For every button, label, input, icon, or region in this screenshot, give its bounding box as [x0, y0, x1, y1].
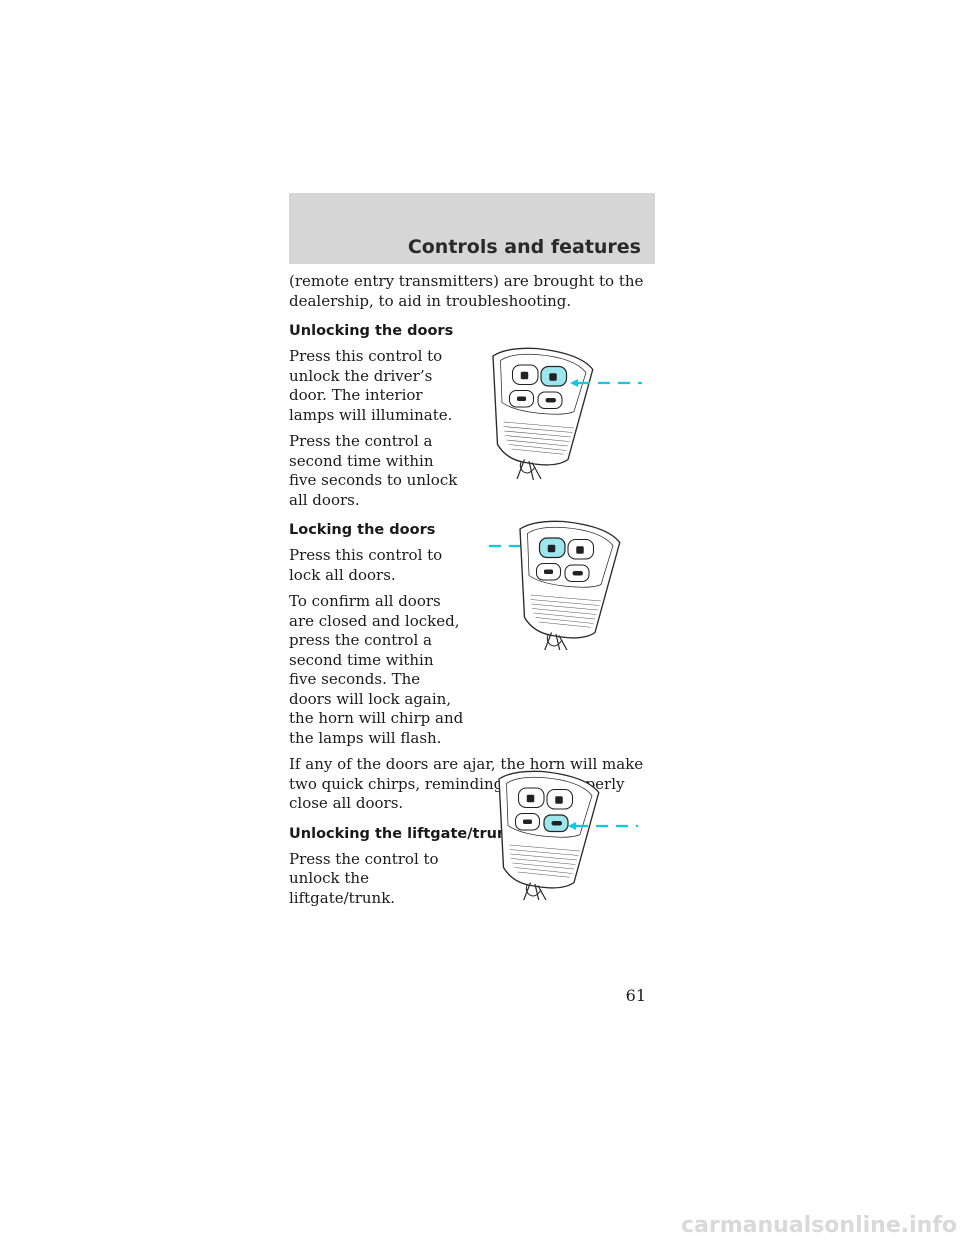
- paragraph: Press this control to lock all doors.: [289, 546, 443, 584]
- heading-unlocking-liftgate: Unlocking the liftgate/trunk: [289, 825, 517, 842]
- paragraph: Press the control a second time within f…: [289, 432, 458, 509]
- page-content: (remote entry transmitters) are brought …: [289, 272, 655, 915]
- intro-paragraph: (remote entry transmitters) are brought …: [289, 272, 644, 310]
- paragraph: Press the control to unlock the liftgate…: [289, 849, 439, 907]
- paragraph: Press this control to unlock the driver’…: [289, 347, 453, 424]
- keyfob-unlock-figure: [492, 347, 642, 480]
- section-title: Controls and features: [407, 236, 641, 258]
- header-band: Controls and features: [289, 193, 655, 264]
- page-number: 61: [625, 986, 646, 1005]
- svg-text:carmanualsonline.info: carmanualsonline.info: [681, 1213, 957, 1238]
- keyfob-lock-figure: [489, 520, 621, 650]
- heading-unlocking-doors: Unlocking the doors: [289, 323, 454, 339]
- watermark-logo: carmanualsonline.info: [681, 1213, 957, 1238]
- section-locking-doors: Press this control to lock all doors. To…: [289, 546, 655, 748]
- paragraph: To confirm all doors are closed and lock…: [289, 592, 464, 747]
- heading-locking-doors: Locking the doors: [289, 522, 436, 538]
- section-unlocking-doors: Press this control to unlock the driver’…: [289, 347, 655, 510]
- keyfob-trunk-figure: [498, 770, 638, 900]
